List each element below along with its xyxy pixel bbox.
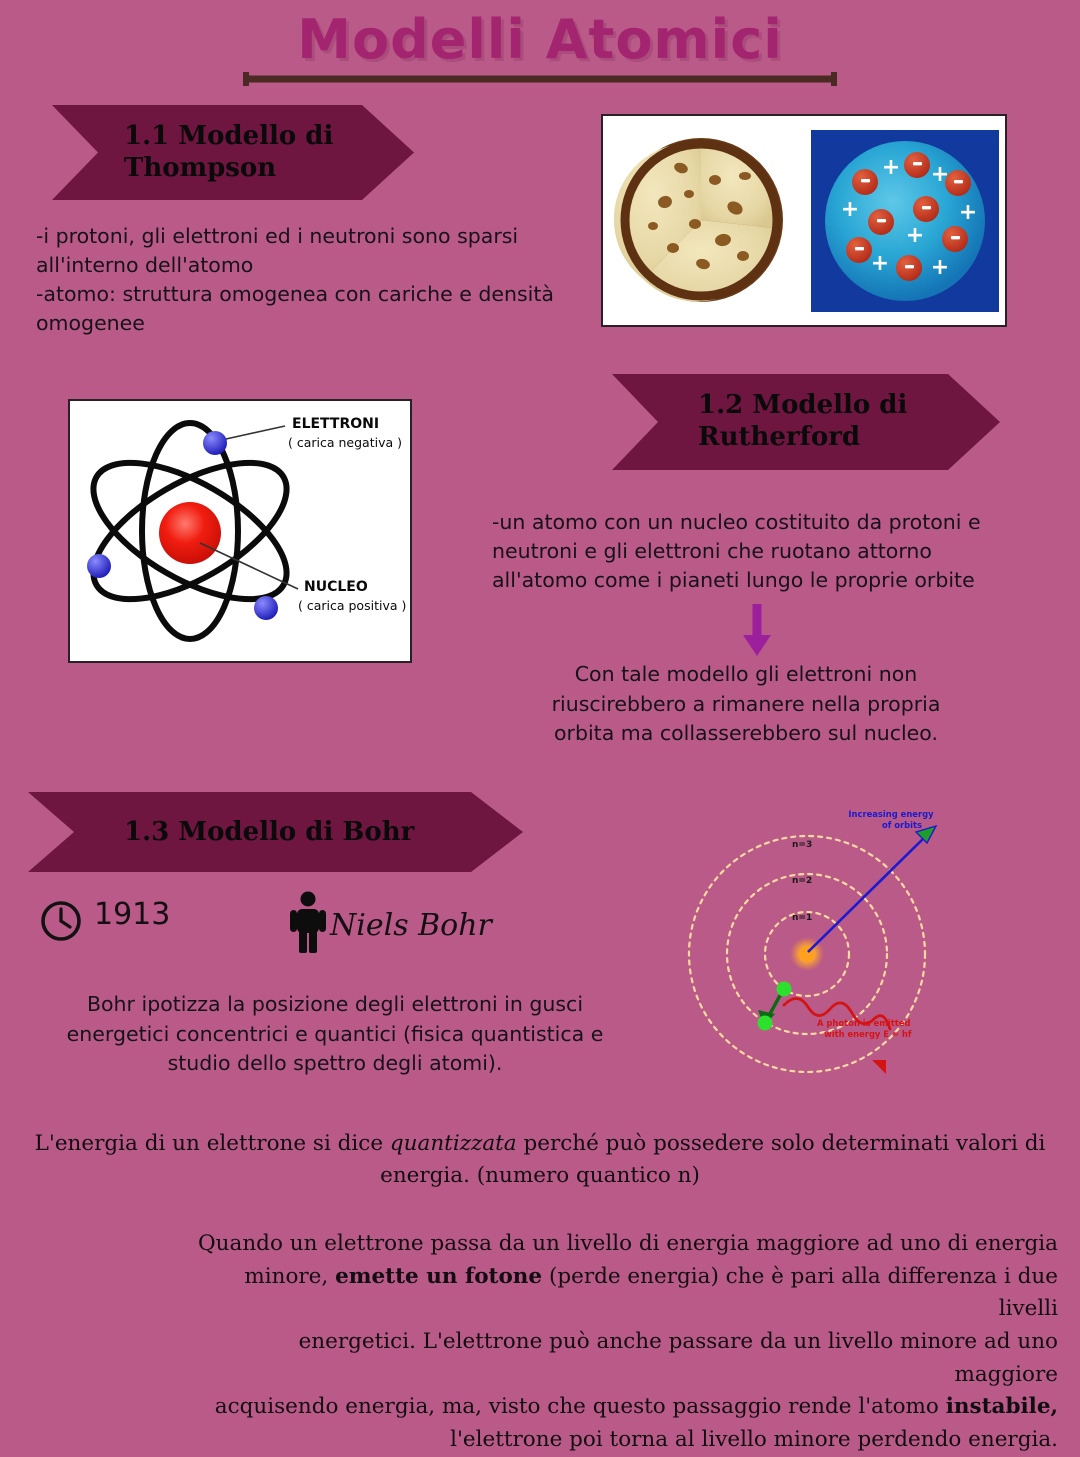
- concl2-line4: acquisendo energia, ma, visto che questo…: [192, 1391, 1058, 1424]
- section-banner-bohr: 1.3 Modello di Bohr: [28, 792, 523, 872]
- svg-text:+: +: [906, 223, 924, 248]
- orbit-label-n2: n=2: [792, 876, 812, 886]
- figure-atom-labeled: ELETTRONI ( carica negativa ) NUCLEO ( c…: [68, 399, 412, 663]
- label-nucleus-sub: ( carica positiva ): [298, 598, 406, 613]
- clock-icon: [41, 901, 81, 941]
- concl1-italic: quantizzata: [389, 1131, 517, 1156]
- label-nucleus-title: NUCLEO: [304, 579, 368, 595]
- svg-text:+: +: [871, 251, 889, 276]
- page-title: Modelli Atomici: [297, 8, 783, 71]
- conclusion-paragraph-1: L'energia di un elettrone si dice quanti…: [34, 1128, 1046, 1192]
- plum-pudding-graphic: + + + + + + +: [603, 116, 1005, 325]
- concl2-line1: Quando un elettrone passa da un livello …: [198, 1231, 1058, 1256]
- concl2-line5: l'elettrone poi torna al livello minore …: [450, 1427, 1058, 1453]
- svg-text:+: +: [931, 255, 949, 280]
- figure-bohr-orbits: n=1 n=2 n=3 Increasing energy of orbits …: [687, 809, 938, 1074]
- bohr-body-text: Bohr ipotizza la posizione degli elettro…: [66, 992, 604, 1076]
- photon-line1: A photon is emitted: [817, 1018, 910, 1028]
- concl2-line4-bold: instabile,: [945, 1394, 1058, 1420]
- person-icon: [290, 891, 326, 953]
- title-underline: [243, 72, 837, 86]
- photon-line2: with energy E = hf: [824, 1029, 912, 1039]
- energy-arrow-line1: Increasing energy: [848, 809, 934, 819]
- rutherford-body-text: -un atomo con un nucleo costituito da pr…: [492, 510, 981, 593]
- concl1-part-a: L'energia di un elettrone si dice: [34, 1131, 390, 1156]
- concl2-line3: energetici. L'elettrone può anche passar…: [298, 1329, 1058, 1387]
- figure-plum-pudding: + + + + + + +: [601, 114, 1007, 327]
- down-arrow-icon: [743, 604, 771, 656]
- section-banner-rutherford: 1.2 Modello di Rutherford: [612, 374, 1000, 470]
- thompson-body-text: -i protoni, gli elettroni ed i neutroni …: [36, 224, 554, 336]
- concl2-line2: minore, emette un fotone (perde energia)…: [192, 1261, 1058, 1326]
- concl2-line4-a: acquisendo energia, ma, visto che questo…: [214, 1394, 946, 1420]
- energy-arrow-line2: of orbits: [882, 820, 922, 830]
- infographic-page: Modelli Atomici 1.1 Modello di Thompson …: [0, 8, 1058, 1452]
- concl1-part-b: perché può possedere solo determinati va…: [380, 1131, 1046, 1188]
- svg-text:+: +: [959, 200, 977, 225]
- concl2-line2-bold: emette un fotone: [335, 1263, 543, 1289]
- svg-text:+: +: [882, 155, 900, 180]
- svg-text:+: +: [931, 162, 949, 187]
- bohr-scientist-name: Niels Bohr: [330, 908, 492, 943]
- label-electrons-title: ELETTRONI: [292, 416, 379, 432]
- bohr-meta-row: 1913 Niels Bohr: [36, 891, 556, 960]
- orbit-label-n3: n=3: [792, 840, 812, 850]
- concl2-line2-a: minore,: [244, 1263, 336, 1289]
- bohr-year: 1913: [94, 897, 171, 932]
- conclusion-paragraph-2: Quando un elettrone passa da un livello …: [192, 1228, 1058, 1457]
- section-banner-thompson: 1.1 Modello di Thompson: [52, 105, 414, 200]
- banner-bohr-label: 1.3 Modello di Bohr: [124, 817, 415, 847]
- banner-thompson-line1: 1.1 Modello di: [124, 120, 334, 151]
- banner-rutherford-line1: 1.2 Modello di: [698, 390, 908, 421]
- banner-rutherford-line2: Rutherford: [698, 422, 861, 452]
- svg-text:+: +: [841, 197, 859, 222]
- concl2-line2-b: (perde energia) che è pari alla differen…: [542, 1263, 1058, 1322]
- orbit-label-n1: n=1: [792, 913, 812, 923]
- atom-diagram-graphic: ELETTRONI ( carica negativa ) NUCLEO ( c…: [70, 401, 410, 661]
- banner-thompson-line2: Thompson: [124, 152, 277, 183]
- label-electrons-sub: ( carica negativa ): [288, 435, 402, 450]
- rutherford-note-text: Con tale modello gli elettroni non riusc…: [551, 662, 941, 746]
